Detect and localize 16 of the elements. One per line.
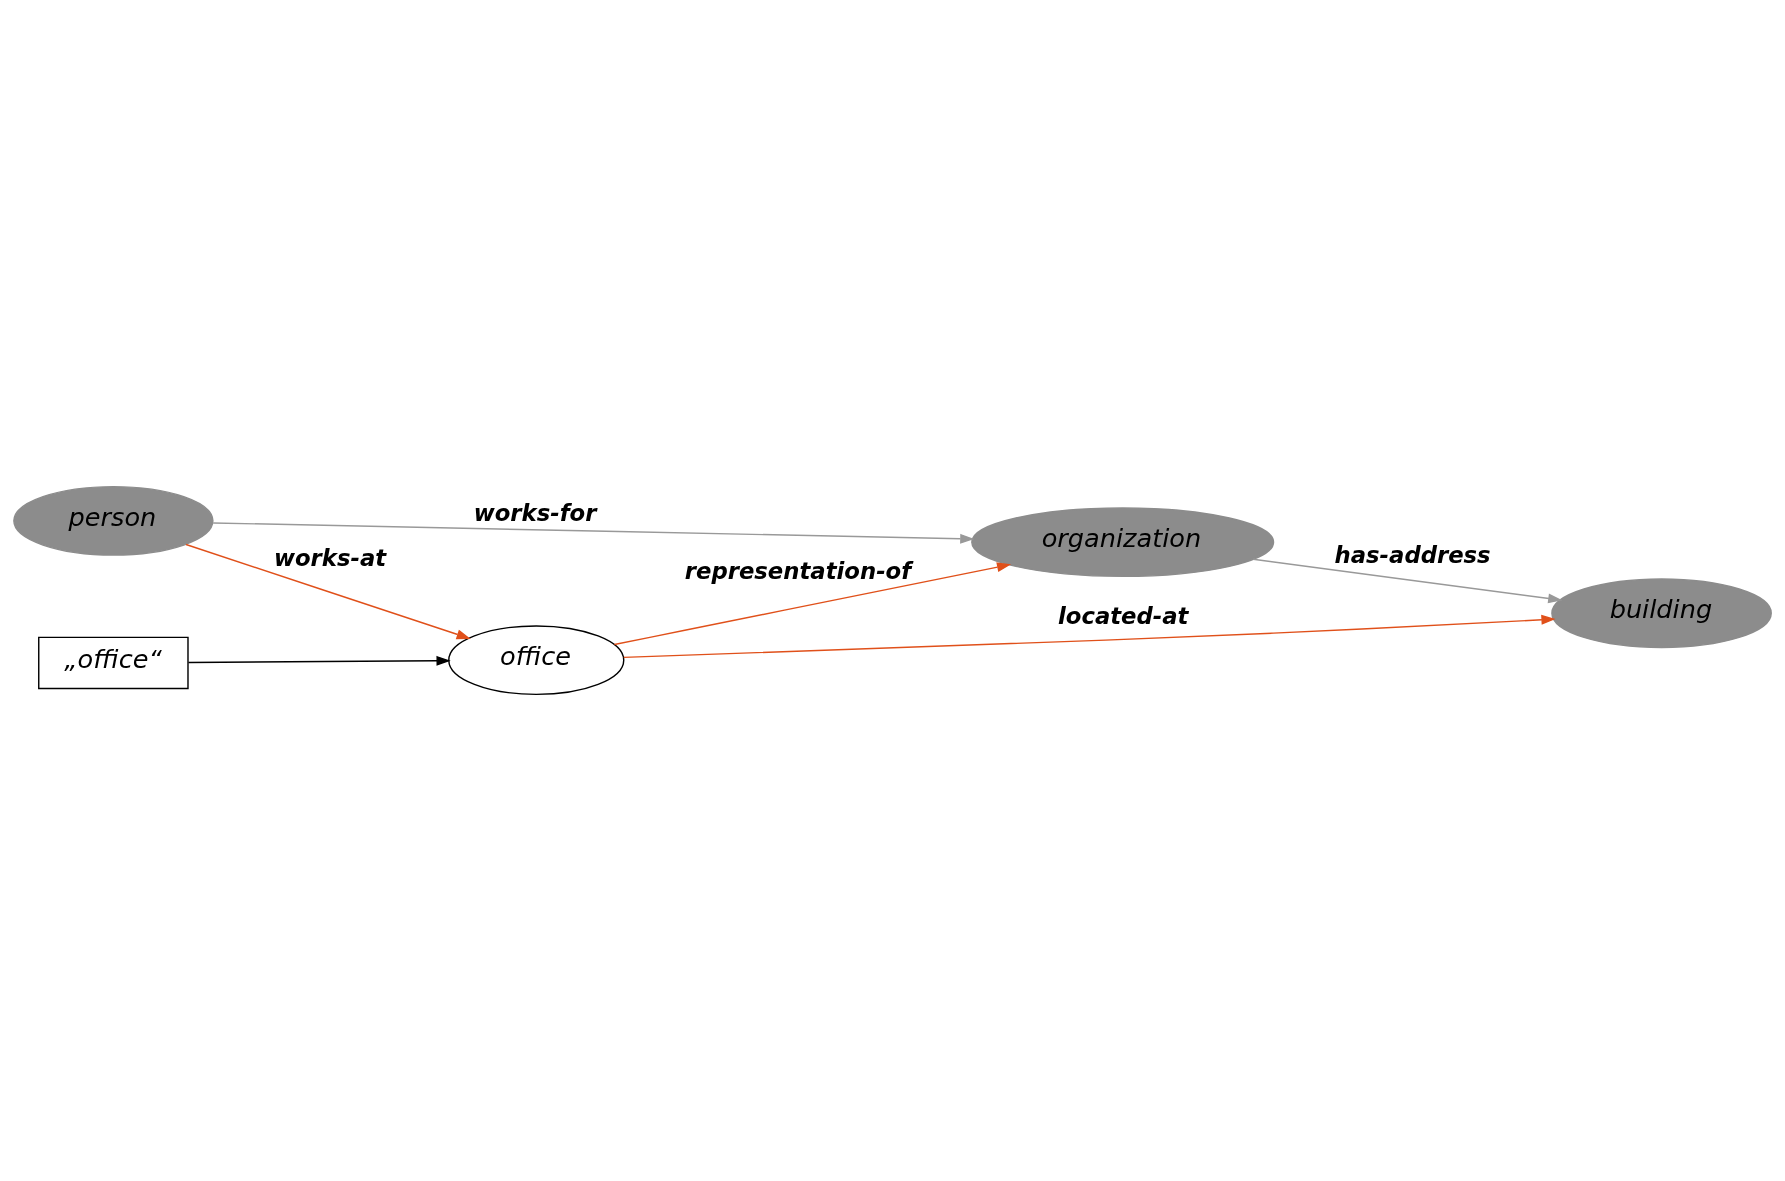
node-ellipse: building xyxy=(1551,578,1772,649)
node-ellipse: organization xyxy=(971,507,1275,578)
node-box: „office“ xyxy=(38,636,189,690)
arrow xyxy=(1252,558,1563,604)
edge-label: located-at xyxy=(1058,603,1189,630)
node-ellipse: person xyxy=(13,485,214,556)
arrow xyxy=(212,522,975,544)
edge-label: has-address xyxy=(1334,542,1491,569)
edge-label: representation-of xyxy=(684,557,912,584)
arrow xyxy=(613,562,1012,646)
edge-label: works-at xyxy=(274,545,387,572)
node-ellipse: office xyxy=(448,625,625,696)
arrow xyxy=(185,543,471,640)
arrow xyxy=(187,655,451,666)
edge-label: works-for xyxy=(473,499,597,526)
arrow xyxy=(623,614,1556,659)
